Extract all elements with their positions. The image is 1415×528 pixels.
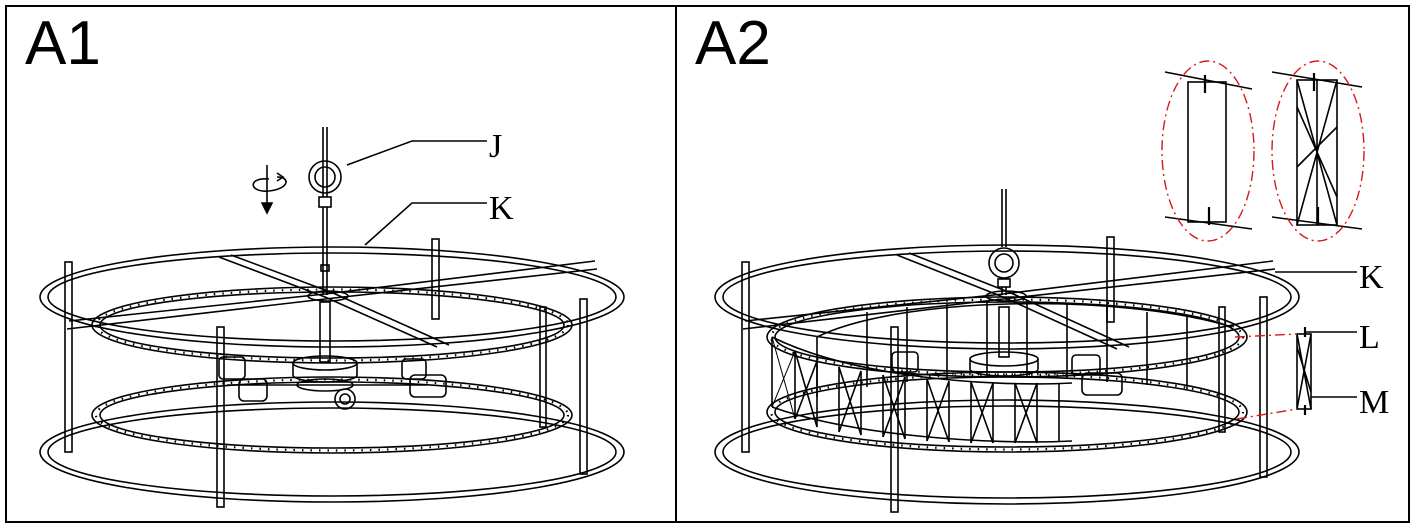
bottom-inner-ring [91,376,573,454]
top-cross-spokes [66,254,598,348]
callout-l: L [1359,319,1380,356]
callout-k: K [489,190,514,227]
frame-posts [741,236,1268,513]
detail-highlight-plain [1161,60,1255,242]
callout-j: J [489,128,502,165]
leader-line-j [346,140,487,166]
step-a2-title: A2 [695,9,771,78]
bottom-outer-ring [39,401,625,503]
step-a1-drawing: J K [39,127,625,508]
step-a1-panel: A1 [5,5,677,523]
top-outer-ring [714,244,1300,350]
step-a2-panel: A2 [675,5,1410,523]
callout-m: M [1359,384,1389,421]
back-tile-wall [816,301,1233,397]
detail-plain-tile [1164,71,1253,230]
step-a1-title: A1 [25,9,101,78]
rotation-arrow-icon [252,165,287,215]
hanging-rod-and-loop [308,127,342,295]
upper-inner-ring [766,296,1248,378]
hanging-rod-and-loop [988,189,1020,295]
leader-line-k [364,202,487,246]
callout-k: K [1359,259,1384,296]
detail-highlight-patterned [1271,60,1365,242]
step-a2-drawing: K L M [714,60,1389,513]
loose-tile-piece [1296,327,1312,415]
top-cross-spokes [742,252,1276,350]
top-outer-ring [39,246,625,348]
center-hub-and-arms [218,301,447,410]
front-tile-row [771,336,1073,444]
frame-posts [64,238,588,508]
detail-patterned-tile [1271,71,1363,230]
bottom-outer-ring [714,399,1300,505]
